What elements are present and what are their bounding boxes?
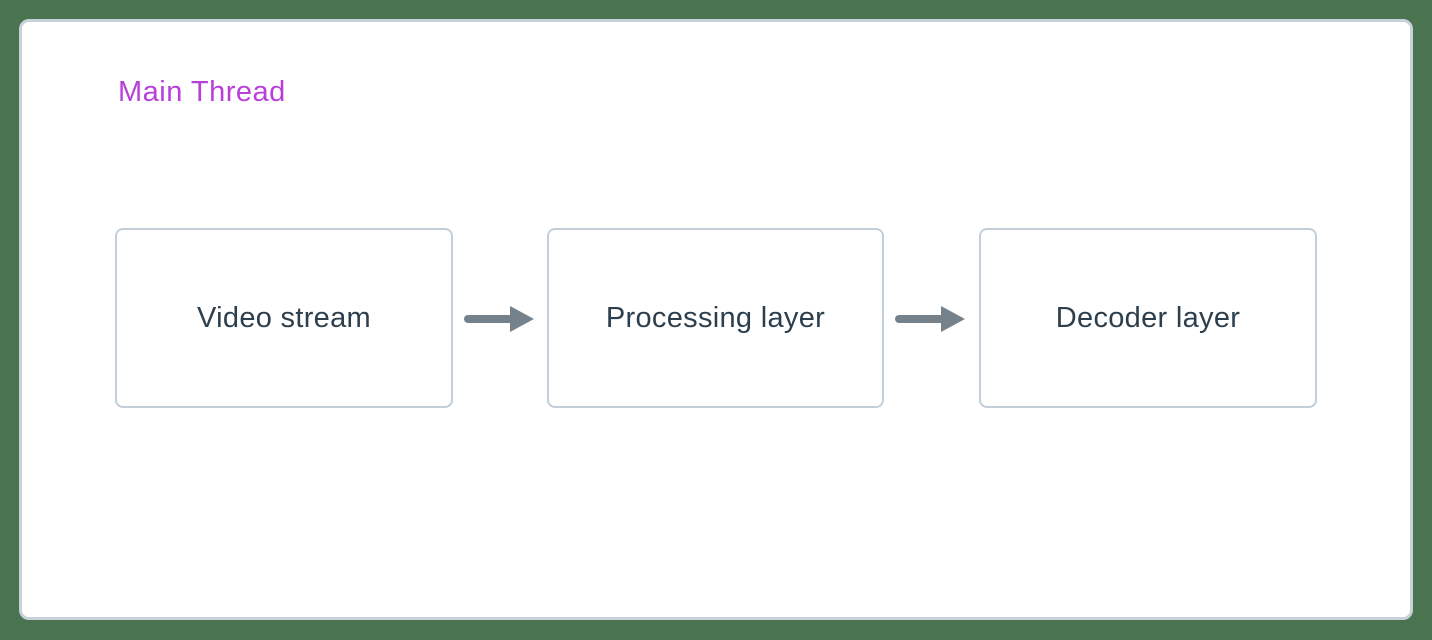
node-label: Video stream bbox=[197, 301, 371, 334]
node-label: Processing layer bbox=[605, 301, 826, 334]
arrow-right-icon bbox=[464, 306, 534, 332]
main-thread-panel: Main Thread Video stream Processing laye… bbox=[19, 19, 1413, 620]
arrow-right-icon bbox=[895, 306, 965, 332]
node-decoder-layer: Decoder layer bbox=[979, 228, 1317, 408]
node-video-stream: Video stream bbox=[115, 228, 453, 408]
node-label: Decoder layer bbox=[1055, 301, 1241, 334]
main-thread-label: Main Thread bbox=[118, 76, 286, 108]
node-processing-layer: Processing layer bbox=[547, 228, 884, 408]
